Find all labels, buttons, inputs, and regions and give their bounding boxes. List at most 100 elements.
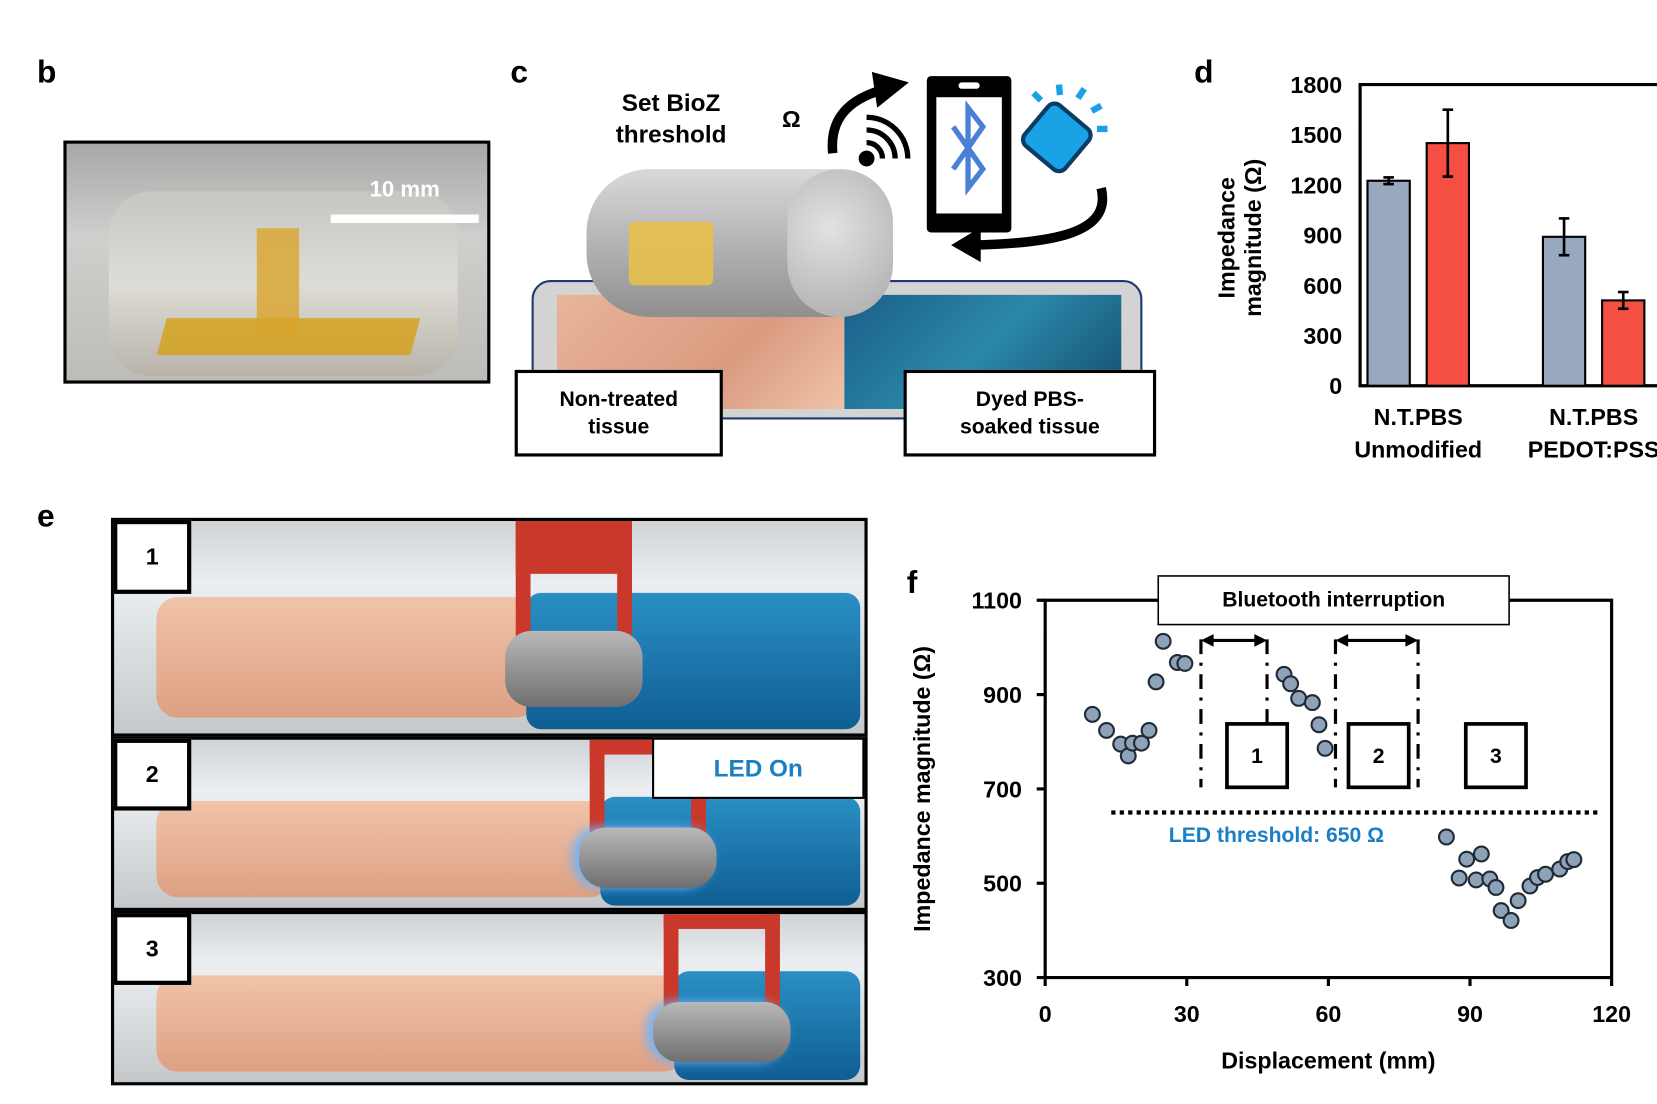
data-point [1303,694,1321,712]
bar [1366,179,1411,387]
y-tick-label: 0 [1329,373,1342,399]
frame-number-3: 3 [113,913,192,985]
arrow-head-icon [1335,634,1349,647]
data-point [1290,689,1308,707]
capsule-photo: 10 mm [63,140,491,384]
scale-bar [330,214,479,223]
threshold-label: LED threshold: 650 Ω [1169,824,1384,847]
region-box [1346,722,1411,790]
omega-symbol: Ω [782,105,801,133]
data-point [1147,673,1165,691]
region-label: 1 [1251,745,1263,768]
x-tick-label: 90 [1457,1001,1483,1027]
data-point [1133,734,1150,752]
dyed-tissue-label: Dyed PBS-soaked tissue [903,369,1157,457]
category-label-line2: PEDOT:PSS [1528,437,1657,463]
x-tick-label: 60 [1315,1001,1341,1027]
y-tick-label: 300 [983,965,1022,991]
y-tick-label: 1800 [1290,72,1342,98]
region-box [1225,722,1290,790]
y-tick-label: 300 [1303,323,1342,349]
tissue-pink [156,800,611,897]
data-point [1176,655,1194,672]
data-point [1437,828,1455,846]
region-label: 3 [1490,745,1502,768]
capsule-render [586,169,893,318]
set-bioz-threshold-text: Set BioZ threshold [592,87,751,150]
y-tick-label: 700 [983,776,1022,802]
category-label-line1: N.T.PBS [1549,404,1638,430]
y-tick-label: 900 [983,682,1022,708]
y-tick-label: 900 [1303,223,1342,249]
gripper [515,521,632,642]
led-icon [1020,84,1108,174]
data-point [1509,892,1527,910]
panel-label-c: c [510,54,529,90]
y-axis-title: Impedance magnitude (Ω) [909,646,935,932]
x-tick-label: 120 [1592,1001,1631,1027]
data-point [1502,912,1520,929]
return-arrow-icon [972,187,1108,250]
data-point [1083,705,1101,723]
capsule-end-cap [787,169,893,318]
x-axis-title: Displacement (mm) [1221,1047,1435,1073]
experiment-frame-1 [110,517,868,737]
label-line1: Dyed PBS- [975,387,1084,412]
tissue-pink [156,975,685,1072]
y-tick-label: 1200 [1290,172,1342,198]
panel-label-f: f [906,565,918,601]
data-point [1487,879,1505,896]
plot-frame [1358,82,1657,388]
data-point [1537,865,1554,883]
y-tick-label: 1500 [1290,122,1342,148]
data-point [1316,739,1334,757]
arrow-head-icon [1200,634,1214,647]
arrow-icon [827,85,884,154]
region-box [1463,722,1528,790]
arrow-head-icon [1254,634,1268,647]
region-label: 2 [1373,745,1385,768]
bar [1425,142,1471,387]
flex-circuit-strip [256,228,300,334]
capsule [505,630,643,707]
experiment-frame-3 [110,910,868,1086]
x-tick-label: 30 [1174,1001,1200,1027]
data-point [1458,850,1476,868]
title-line2: threshold [615,120,727,148]
category-label-line2: Unmodified [1354,437,1482,463]
data-point [1472,845,1490,863]
wifi-signal-icon [858,114,911,167]
capsule [579,826,717,888]
tissue-pink [156,597,537,718]
category-label-line1: N.T.PBS [1374,404,1463,430]
data-point [1098,721,1115,739]
bluetooth-diagram [827,71,1108,263]
return-arrow-head-icon [951,227,981,263]
led-on-label: LED On [652,737,865,799]
scale-bar-label: 10 mm [369,177,440,202]
bar [1601,299,1646,387]
arrow-head-icon [1405,634,1419,647]
data-point [1310,716,1328,734]
bluetooth-icon [951,100,987,196]
data-point [1282,675,1300,693]
flex-electrode [628,221,714,286]
y-tick-label: 600 [1303,273,1342,299]
label-line1: Non-treated [559,387,679,412]
data-point [1154,632,1172,650]
data-point [1450,869,1468,887]
interruption-label: Bluetooth interruption [1222,589,1445,612]
gripper [663,914,780,1011]
x-tick-label: 0 [1039,1001,1052,1027]
experiment-frame-2 [110,736,868,911]
y-tick-label: 1100 [972,588,1022,614]
interruption-label-box [1157,575,1510,626]
arrow-head-icon [871,71,909,108]
label-line2: soaked tissue [959,415,1100,439]
bar [1541,235,1587,387]
title-line1: Set BioZ [621,88,721,117]
